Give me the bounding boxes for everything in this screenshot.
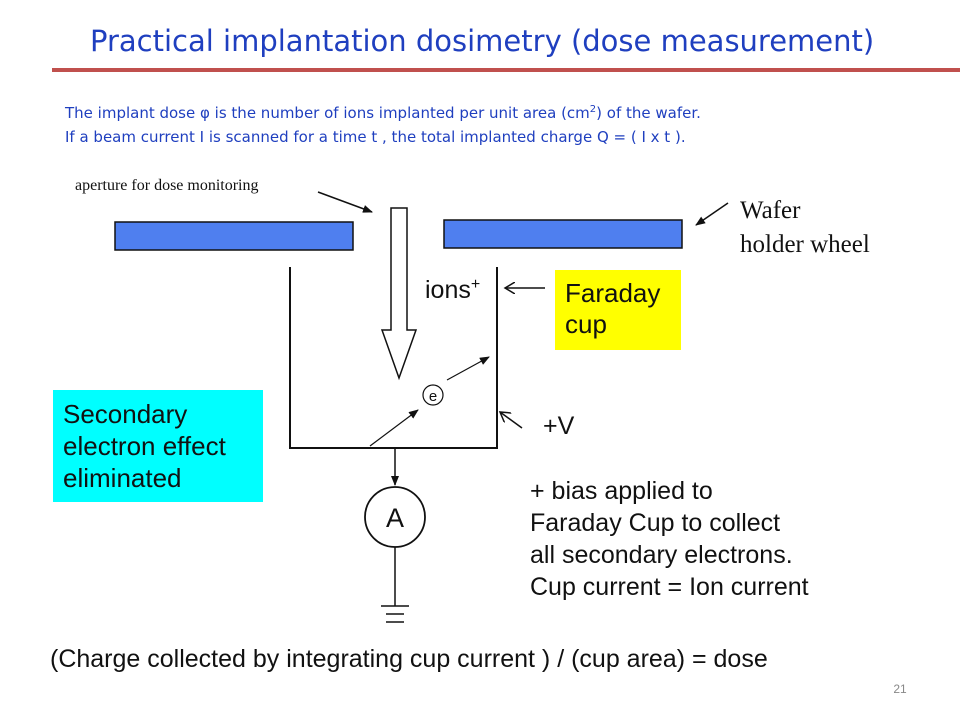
electron-path-down <box>369 409 419 447</box>
faraday-cup-outline <box>289 267 498 449</box>
bias-line-1: + bias applied to <box>530 477 713 505</box>
wafer-label-line-2: holder wheel <box>740 231 870 258</box>
faraday-callout-line-2: cup <box>565 309 607 339</box>
intro-line-1-start: The implant dose <box>65 104 200 122</box>
secondary-callout-line-3: eliminated <box>63 463 182 493</box>
intro-line-1-end: ) of the wafer. <box>596 104 701 122</box>
wafer-holder-left <box>114 221 354 251</box>
voltage-arrow <box>500 412 523 429</box>
ions-label: ions+ <box>425 276 480 304</box>
ion-beam-arrow <box>380 207 418 381</box>
intro-text: The implant dose φ is the number of ions… <box>65 98 945 149</box>
wafer-arrow <box>695 202 729 226</box>
slide-number: 21 <box>893 682 907 696</box>
secondary-electron-callout: Secondary electron effect eliminated <box>53 390 263 502</box>
faraday-cup-callout: Faraday cup <box>555 270 681 350</box>
ammeter-label: A <box>386 503 404 533</box>
dose-equation: (Charge collected by integrating cup cur… <box>50 645 768 673</box>
slide-title: Practical implantation dosimetry (dose m… <box>90 24 875 58</box>
bias-line-2: Faraday Cup to collect <box>530 509 781 537</box>
intro-line-2: If a beam current I is scanned for a tim… <box>65 128 686 146</box>
wafer-label-line-1: Wafer <box>740 197 801 224</box>
aperture-label: aperture for dose monitoring <box>75 177 259 194</box>
wafer-holder-right <box>443 219 683 249</box>
faraday-callout-line-1: Faraday <box>565 278 661 308</box>
electron-icon <box>422 384 444 406</box>
phi-symbol: φ <box>200 104 210 122</box>
bias-line-4: Cup current = Ion current <box>530 573 809 601</box>
aperture-arrow <box>317 191 373 213</box>
intro-line-1-mid: is the number of ions implanted per unit… <box>209 104 590 122</box>
bias-line-3: all secondary electrons. <box>530 541 793 569</box>
secondary-callout-line-1: Secondary <box>63 399 188 429</box>
ground-icon <box>381 605 409 623</box>
secondary-callout-line-2: electron effect <box>63 431 226 461</box>
intro-superscript: 2 <box>589 104 597 115</box>
electron-path-up <box>446 356 490 381</box>
intro-line-1: The implant dose φ is the number of ions… <box>65 98 945 125</box>
voltage-label: +V <box>543 412 575 440</box>
title-underline <box>52 68 960 72</box>
electron-label: e <box>429 388 437 405</box>
bias-explanation: + bias applied to Faraday Cup to collect… <box>530 475 910 603</box>
